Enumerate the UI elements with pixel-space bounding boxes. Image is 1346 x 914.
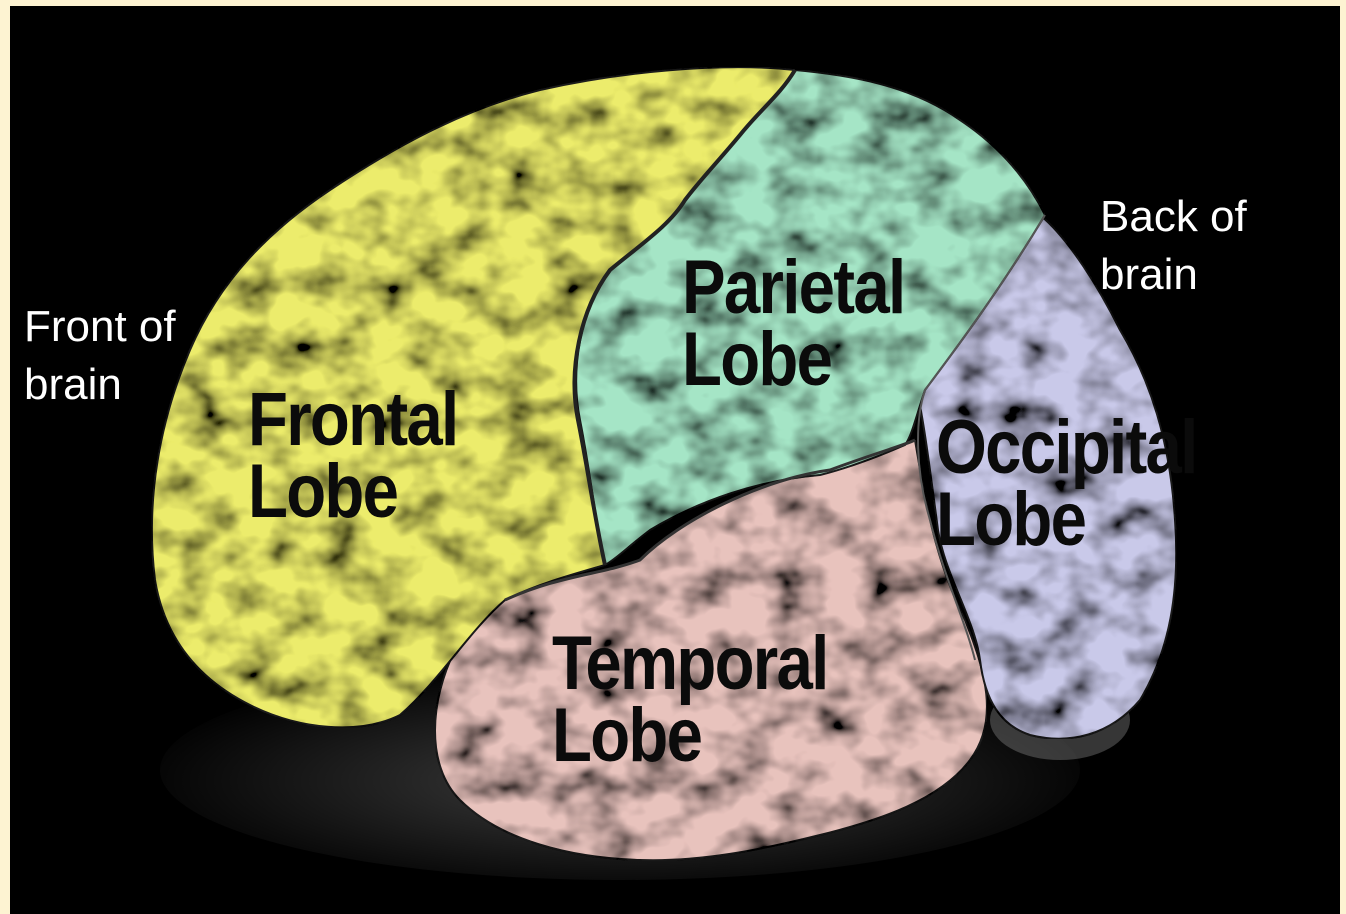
back-of-brain-annotation: Back of brain	[1100, 188, 1247, 304]
front-of-brain-annotation: Front of brain	[24, 298, 176, 414]
occipital-lobe-label: Occipital Lobe	[936, 412, 1197, 556]
parietal-lobe-label: Parietal Lobe	[682, 252, 904, 396]
frontal-lobe-label: Frontal Lobe	[248, 384, 457, 528]
temporal-lobe-label: Temporal Lobe	[552, 628, 828, 772]
